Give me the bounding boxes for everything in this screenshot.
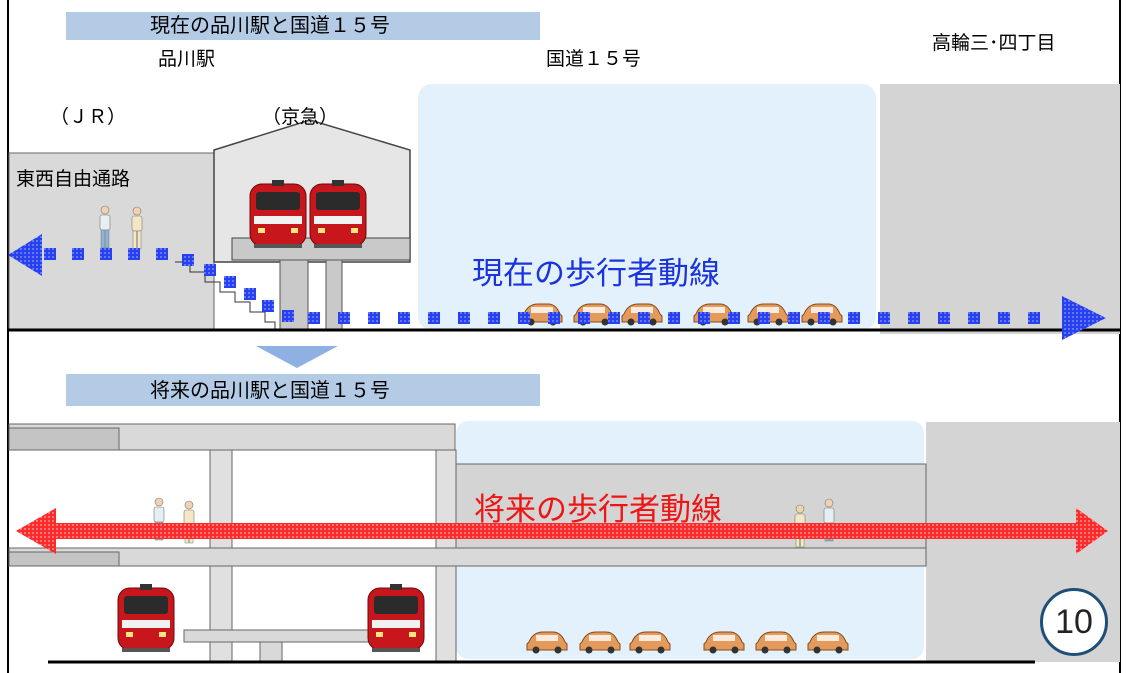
future-banner: [66, 374, 540, 406]
future-flow-label: 将来の歩行者動線: [474, 492, 722, 528]
future-banner-title: 将来の品川駅と国道１５号: [150, 378, 390, 402]
current-flow-label: 現在の歩行者動線: [472, 256, 720, 292]
label-shinagawa-station: 品川駅: [158, 48, 216, 70]
current-banner-title: 現在の品川駅と国道１５号: [150, 13, 390, 37]
label-jr: （ＪＲ）: [50, 106, 127, 128]
label-east-west-corridor: 東西自由通路: [16, 168, 131, 190]
label-keikyu: （京急）: [262, 106, 339, 128]
page-number-badge: 10: [1040, 588, 1108, 656]
current-banner: [66, 12, 540, 40]
label-route-15: 国道１５号: [546, 48, 642, 70]
label-takanawa: 高輪三･四丁目: [932, 32, 1056, 54]
